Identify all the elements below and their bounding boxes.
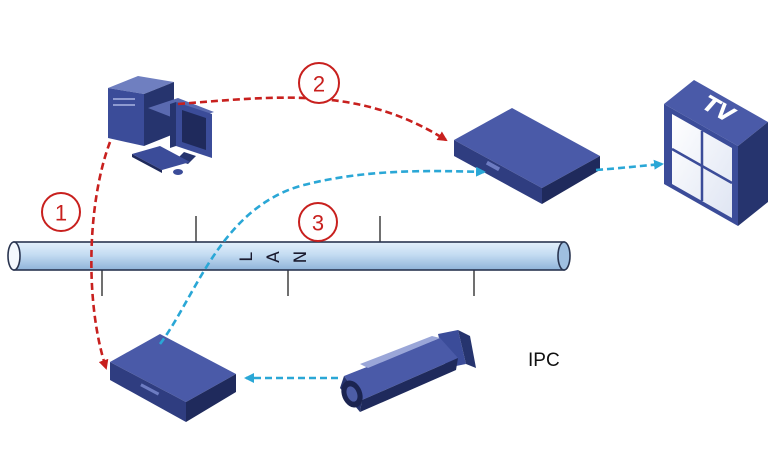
ipc-camera-icon	[340, 330, 476, 412]
path-2-arrow	[177, 96, 448, 142]
lan-pipe	[7, 241, 571, 271]
tv-wall-icon: TV	[664, 80, 768, 226]
path-1-arrow	[90, 141, 112, 370]
computer-icon	[108, 76, 214, 175]
decoder-device-icon	[454, 108, 600, 204]
lan-letter-n: N	[291, 251, 311, 264]
red-paths	[90, 96, 448, 370]
step-number-3: 3	[312, 211, 324, 236]
lan-letter-l: L	[237, 252, 257, 262]
step-marker-3: 3	[298, 202, 338, 242]
step-number-2: 2	[313, 72, 325, 97]
tv-output-arrow	[595, 159, 664, 172]
blue-paths	[158, 159, 664, 383]
lan-label: L A N	[237, 251, 311, 264]
path-3-arrow	[158, 166, 486, 345]
nvr-device-icon	[110, 334, 236, 422]
step-number-1: 1	[55, 201, 67, 226]
step-marker-2: 2	[298, 62, 340, 104]
step-marker-1: 1	[41, 192, 81, 232]
ipc-label: IPC	[528, 350, 560, 371]
lan-letter-a: A	[264, 251, 284, 263]
lan-drop-lines	[101, 216, 475, 296]
